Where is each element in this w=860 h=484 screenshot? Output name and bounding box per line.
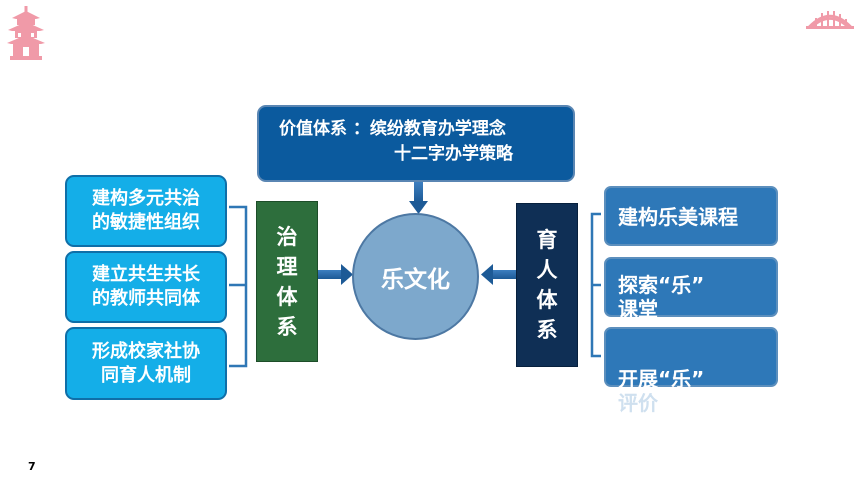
education-item-line2: 评价 (618, 391, 658, 415)
governance-char: 系 (276, 314, 298, 339)
education-item: 探索“乐” 课堂 (604, 257, 778, 321)
governance-item: 建构多元共治 的敏捷性组织 (65, 175, 227, 247)
education-char: 人 (536, 258, 558, 282)
governance-label: 治 理 体 系 (256, 201, 318, 362)
governance-char: 治 (276, 224, 298, 249)
left-arrow (481, 264, 516, 285)
value-system-box: 价值体系 ：缤纷教育办学理念 十二字办学策略 (257, 105, 575, 182)
education-item-line1: 开展“乐” (618, 367, 705, 391)
governance-item: 形成校家社协 同育人机制 (65, 327, 227, 400)
page-number: 7 (28, 460, 36, 473)
education-item: 开展“乐” 评价 (604, 327, 778, 415)
right-arrow (318, 264, 353, 285)
governance-item-line1: 建构多元共治 (92, 188, 200, 209)
education-label: 育 人 体 系 (516, 203, 578, 367)
education-char: 系 (536, 318, 558, 342)
left-bracket (229, 205, 248, 368)
down-arrow (409, 182, 428, 214)
governance-item-line1: 建立共生共长 (92, 264, 200, 285)
education-item: 建构乐美课程 (604, 186, 778, 246)
center-label: 乐文化 (381, 266, 450, 293)
governance-char: 体 (276, 284, 298, 309)
value-system-line1: 价值体系 ：缤纷教育办学理念 (279, 119, 506, 139)
education-item-line2: 课堂 (618, 297, 658, 321)
center-circle: 乐文化 (352, 213, 479, 340)
value-system-line2: 十二字办学策略 (394, 144, 513, 164)
governance-item: 建立共生共长 的教师共同体 (65, 251, 227, 323)
governance-item-line2: 的敏捷性组织 (92, 212, 200, 233)
governance-item-line1: 形成校家社协 (92, 340, 200, 362)
education-char: 育 (536, 228, 558, 252)
bridge-icon (806, 11, 854, 29)
pagoda-icon (7, 6, 45, 60)
governance-item-line2: 的教师共同体 (92, 288, 200, 309)
education-char: 体 (536, 288, 558, 312)
education-item-line1: 建构乐美课程 (618, 205, 738, 229)
governance-item-line2: 同育人机制 (101, 364, 191, 386)
governance-char: 理 (276, 254, 298, 279)
education-item-line1: 探索“乐” (618, 273, 705, 297)
